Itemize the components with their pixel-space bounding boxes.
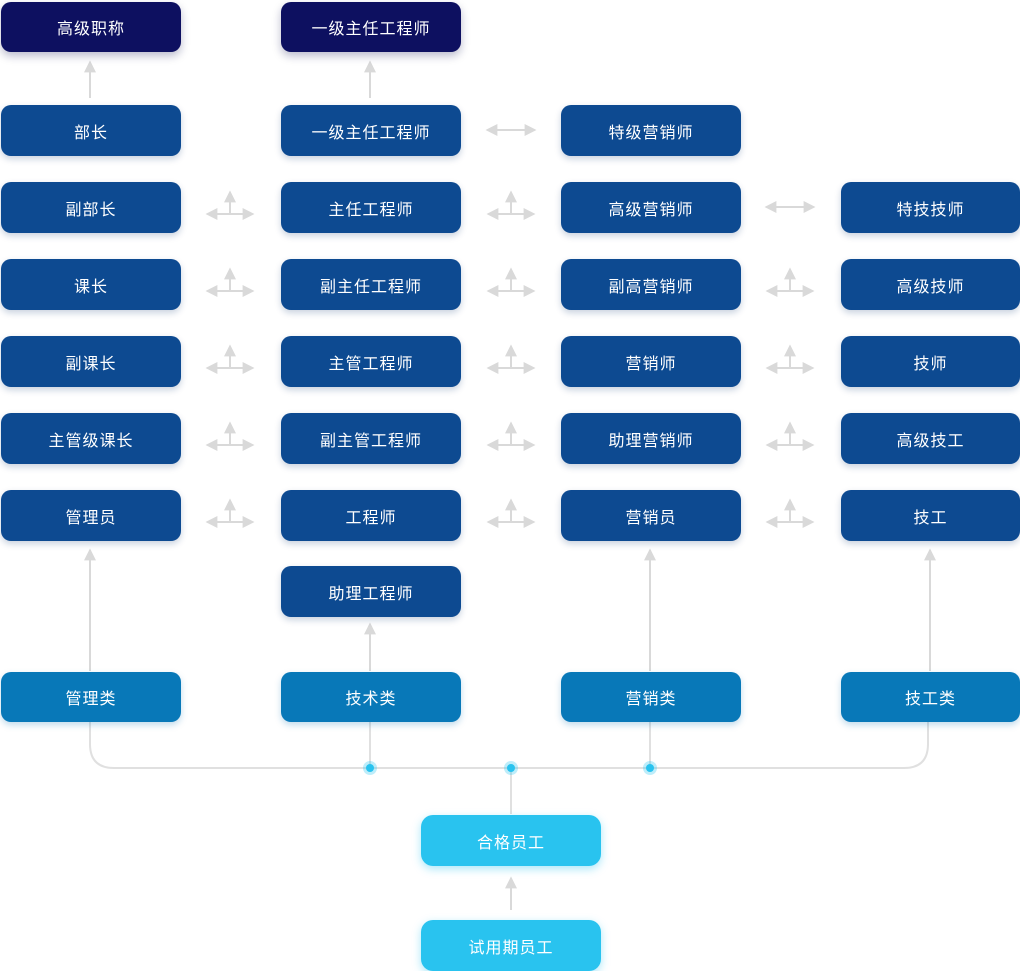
node-management-level-0: 部长 <box>1 105 181 156</box>
category-promotion-arrows <box>84 548 936 671</box>
node-management-level-3: 副课长 <box>1 336 181 387</box>
node-marketing-level-3: 营销师 <box>561 336 741 387</box>
node-skilled-level-4: 技工 <box>841 490 1020 541</box>
node-marketing-level-2: 副高营销师 <box>561 259 741 310</box>
node-peak-management: 高级职称 <box>1 2 181 52</box>
node-category-management: 管理类 <box>1 672 181 722</box>
node-base-qualified: 合格员工 <box>421 815 601 866</box>
node-skilled-level-3: 高级技工 <box>841 413 1020 464</box>
node-technical-level-6: 助理工程师 <box>281 566 461 617</box>
node-marketing-level-4: 助理营销师 <box>561 413 741 464</box>
node-category-marketing: 营销类 <box>561 672 741 722</box>
node-management-level-2: 课长 <box>1 259 181 310</box>
node-technical-level-3: 主管工程师 <box>281 336 461 387</box>
node-skilled-level-2: 技师 <box>841 336 1020 387</box>
node-technical-level-1: 主任工程师 <box>281 182 461 233</box>
node-management-level-4: 主管级课长 <box>1 413 181 464</box>
node-marketing-level-5: 营销员 <box>561 490 741 541</box>
transfer-double-arrows <box>485 124 816 213</box>
node-technical-level-4: 副主管工程师 <box>281 413 461 464</box>
node-base-probation: 试用期员工 <box>421 920 601 971</box>
node-management-level-5: 管理员 <box>1 490 181 541</box>
node-technical-level-0: 一级主任工程师 <box>281 105 461 156</box>
junction-dots <box>363 761 657 775</box>
peak-promotion-arrows <box>84 60 376 98</box>
node-marketing-level-1: 高级营销师 <box>561 182 741 233</box>
node-skilled-level-0: 特技技师 <box>841 182 1020 233</box>
node-technical-level-5: 工程师 <box>281 490 461 541</box>
node-peak-technical: 一级主任工程师 <box>281 2 461 52</box>
node-category-technical: 技术类 <box>281 672 461 722</box>
node-technical-level-2: 副主任工程师 <box>281 259 461 310</box>
node-category-skilled: 技工类 <box>841 672 1020 722</box>
node-skilled-level-1: 高级技师 <box>841 259 1020 310</box>
node-marketing-level-0: 特级营销师 <box>561 105 741 156</box>
node-management-level-1: 副部长 <box>1 182 181 233</box>
